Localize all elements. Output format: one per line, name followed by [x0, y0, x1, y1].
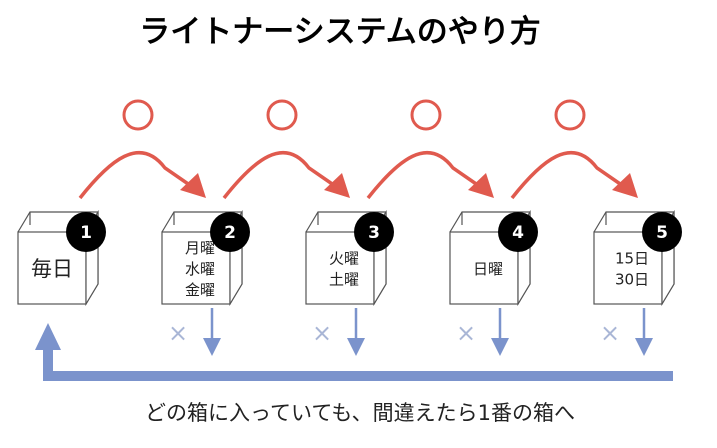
arrow-head-icon: [324, 173, 350, 198]
arrow-down-icon: [635, 338, 653, 356]
box-1: 毎日 1: [17, 209, 106, 307]
wrong-mark: ×: [456, 319, 476, 347]
box-label: 火曜: [329, 250, 359, 268]
arrow-down-icon: [347, 338, 365, 356]
box-label: 土曜: [329, 271, 359, 289]
correct-mark-icon: [122, 99, 154, 131]
return-arrow-head-icon: [35, 323, 61, 350]
badge-circle: [642, 212, 682, 252]
arrow-down-icon: [203, 338, 221, 356]
box-5: 15日 30日 5 ×: [593, 209, 682, 356]
correct-mark-icon: [554, 99, 586, 131]
correct-arrow: [222, 150, 339, 200]
box-number: 5: [656, 223, 668, 243]
wrong-mark: ×: [312, 319, 332, 347]
return-line: [43, 371, 673, 381]
box-label: 日曜: [473, 260, 503, 278]
footer-caption: どの箱に入っていても、間違えたら1番の箱へ: [145, 401, 575, 425]
box-number: 2: [224, 223, 236, 243]
correct-arrow: [366, 150, 483, 200]
correct-arrow: [510, 150, 627, 200]
wrong-mark: ×: [600, 319, 620, 347]
diagram-title: ライトナーシステムのやり方: [139, 14, 540, 50]
box-label: 15日: [615, 250, 649, 268]
box-label: 30日: [615, 271, 649, 289]
box-label: 金曜: [185, 281, 215, 299]
correct-arrow: [78, 150, 195, 200]
wrong-mark: ×: [168, 319, 188, 347]
box-label: 月曜: [185, 239, 215, 257]
arrow-down-icon: [491, 338, 509, 356]
correct-mark-icon: [266, 99, 298, 131]
badge-circle: [354, 212, 394, 252]
return-arrow-shaft: [43, 345, 53, 381]
box-number: 4: [512, 223, 524, 243]
badge-circle: [210, 212, 250, 252]
badge-circle: [498, 212, 538, 252]
box-label: 水曜: [185, 260, 215, 278]
box-number: 3: [368, 223, 380, 243]
correct-mark-icon: [410, 99, 442, 131]
arrow-head-icon: [180, 173, 206, 198]
badge-circle: [66, 212, 106, 252]
arrow-head-icon: [612, 173, 638, 198]
box-number: 1: [80, 223, 92, 243]
box-label: 毎日: [31, 257, 73, 281]
box-4: 日曜 4 ×: [449, 209, 538, 356]
arrow-head-icon: [468, 173, 494, 198]
